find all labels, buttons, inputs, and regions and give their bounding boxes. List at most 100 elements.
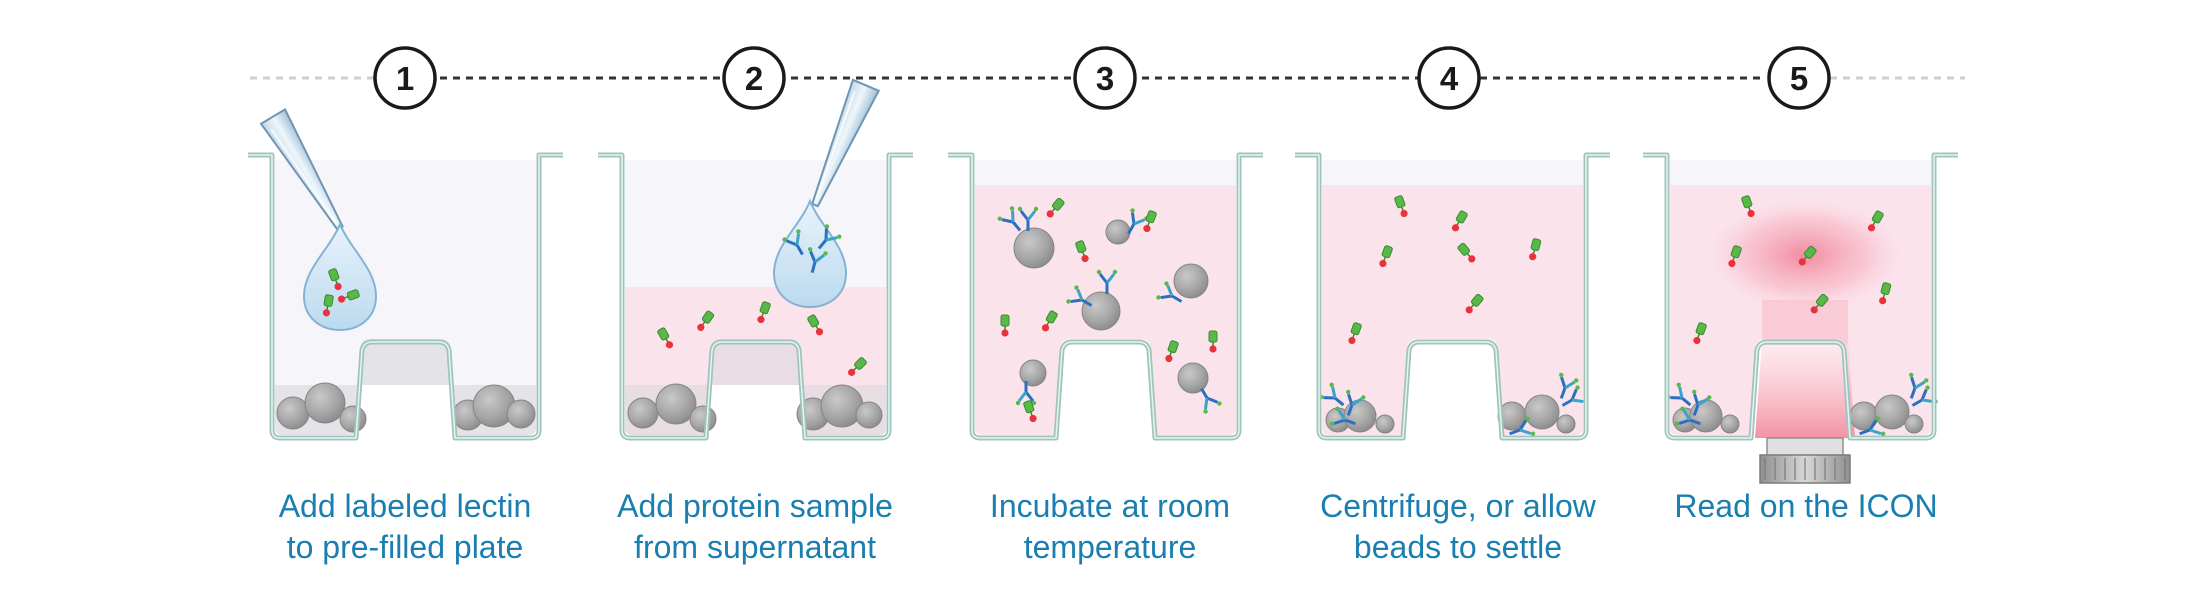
antibody-arm-right: [814, 253, 825, 264]
antibody-arm-right: [1351, 397, 1363, 407]
labeled-lectin: [807, 314, 824, 336]
well-step-1: [248, 107, 563, 441]
antibody-arm-left: [1019, 210, 1030, 221]
antibody-stem: [1909, 387, 1917, 399]
antibody-arm-right: [1869, 428, 1882, 435]
antibody-stem: [1200, 387, 1209, 399]
antibody-stem: [1689, 418, 1701, 426]
antibody-tip: [1680, 406, 1685, 411]
antibody-arm-left: [1570, 388, 1578, 401]
antibody-tip: [1066, 299, 1071, 304]
labeled-lectin: [1741, 195, 1755, 218]
fluorescent-label: [1001, 329, 1009, 337]
bead: [1524, 394, 1560, 430]
fluorescent-label: [1728, 259, 1736, 268]
antibody-tip: [1361, 395, 1366, 400]
step-badge-2: 2: [722, 46, 786, 110]
labeled-lectin: [1143, 210, 1157, 233]
antibody-stem: [1346, 404, 1354, 416]
antibody: [1127, 208, 1149, 235]
antibody-stem: [1911, 398, 1923, 407]
antibody-tip: [1525, 416, 1530, 421]
antibody-stem: [1334, 396, 1345, 407]
labeled-lectin: [1075, 240, 1089, 263]
well-wall-highlight: [1643, 154, 1958, 439]
antibody-arm-right: [1697, 397, 1709, 407]
antibody-arm-right: [1017, 391, 1028, 402]
well-wall-highlight: [1295, 154, 1610, 439]
bead: [689, 405, 717, 433]
antibody: [1200, 387, 1222, 414]
antibody-tip: [1530, 431, 1536, 436]
antibody: [1319, 382, 1345, 407]
labeled-lectin: [1165, 340, 1179, 363]
fluorescent-label: [848, 368, 856, 376]
antibody-arm-right: [1133, 218, 1146, 226]
antibody: [1674, 406, 1701, 426]
bead: [304, 382, 346, 424]
bead: [820, 384, 864, 428]
antibody: [1692, 389, 1712, 416]
antibody: [1017, 206, 1039, 231]
caption-step-1-line-2: to pre-filled plate: [286, 529, 524, 565]
antibody-stem: [1011, 221, 1022, 232]
antibody-arm-left: [1333, 418, 1346, 425]
antibody-arm-left: [1347, 393, 1354, 406]
antibody-tip: [1074, 285, 1079, 290]
antibody-arm-right: [1026, 210, 1037, 221]
antibody-tip: [997, 216, 1003, 221]
antibody-tip: [1015, 400, 1021, 406]
antibody: [1561, 385, 1588, 407]
caption-step-2: Add protein sample from supernatant: [605, 486, 905, 568]
antibody-tip: [1203, 409, 1208, 414]
step-number: 2: [745, 60, 763, 97]
fluorescent-label: [1879, 297, 1887, 305]
caption-step-2-line-1: Add protein sample: [617, 488, 893, 524]
detection-beam-upper: [1762, 300, 1848, 345]
step-badge-3: 3: [1073, 46, 1137, 110]
lectin-body: [854, 357, 867, 370]
bead: [1720, 414, 1740, 434]
antibody-arm-right: [795, 233, 801, 246]
caption-step-3: Incubate at room temperature: [960, 486, 1260, 568]
lectin-body: [1208, 330, 1218, 343]
step-badge-circle: [1767, 46, 1831, 110]
fluorescent-label: [1379, 259, 1387, 268]
antibody: [1911, 385, 1938, 407]
antibody-arm-left: [1070, 298, 1083, 304]
antibody-arm-right: [1571, 398, 1584, 404]
fluorescent-label: [322, 309, 331, 317]
fluorescent-label: [815, 328, 824, 336]
antibody-stem: [817, 239, 828, 250]
labeled-lectin: [337, 289, 360, 303]
antibody-stem: [1692, 404, 1700, 416]
bead: [1375, 414, 1395, 434]
caption-step-3-line-1: Incubate at room: [989, 488, 1231, 524]
antibody-stem: [1859, 428, 1871, 436]
labeled-lectin: [1041, 310, 1058, 332]
antibody: [1559, 372, 1579, 399]
pipette-tip-shine: [270, 128, 337, 224]
labeled-lectin: [322, 294, 334, 317]
labeled-lectin: [757, 301, 771, 324]
well-wall-highlight: [948, 154, 1263, 439]
glycoprotein: [807, 247, 828, 274]
antibody-arm-right: [1331, 386, 1337, 399]
antibody-arm-left: [1206, 396, 1219, 404]
antibody-arm-left: [1868, 419, 1878, 431]
fluorescent-label: [1081, 254, 1089, 263]
step-badge-1: 1: [373, 46, 437, 110]
antibody-arm-right: [1166, 284, 1174, 297]
lectin-body: [1530, 238, 1542, 252]
antibody-arm-left: [809, 250, 817, 263]
bead: [1556, 414, 1576, 434]
glycoprotein: [782, 229, 804, 256]
antibody-arm-right: [1921, 398, 1934, 404]
antibody-arm-right: [1564, 380, 1576, 390]
antibody-tip: [1156, 295, 1161, 300]
lectin-body: [1457, 242, 1471, 256]
step-number: 5: [1790, 60, 1808, 97]
antibody-tip: [1112, 269, 1118, 275]
antibody-tip: [1096, 269, 1102, 275]
step-badge-circle: [1417, 46, 1481, 110]
